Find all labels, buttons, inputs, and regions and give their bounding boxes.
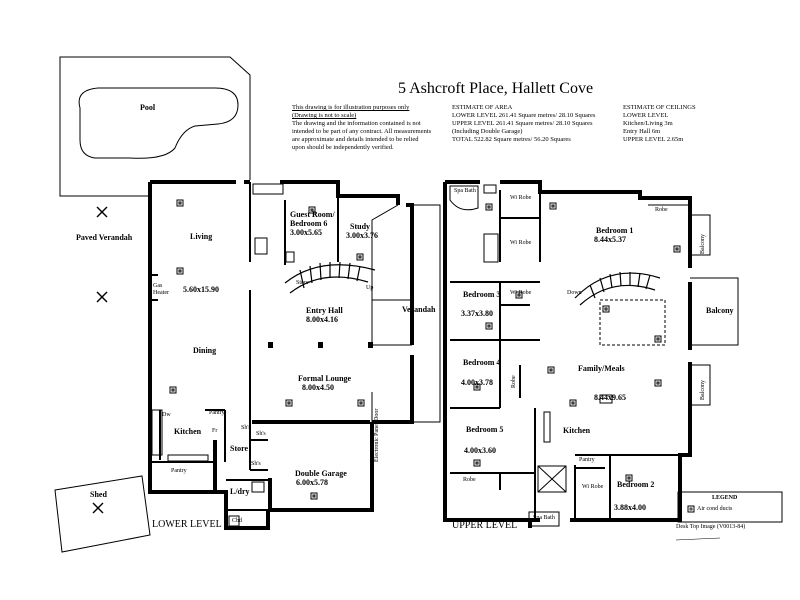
- stair-down-label: Down: [567, 290, 582, 296]
- walk-in-robe-2: Wi Robe: [510, 240, 532, 246]
- fridge-label: Fr: [212, 428, 218, 434]
- guest-room-label2: Bedroom 6: [290, 219, 328, 228]
- stair-up-label: Up: [366, 285, 374, 291]
- room-bedroom-1: Bedroom 1: [596, 226, 634, 235]
- room-double-garage: Double Garage: [295, 469, 347, 478]
- bedroom-1-dims: 8.44x5.37: [594, 235, 626, 244]
- disclaimer-body: The drawing and the information containe…: [292, 120, 432, 151]
- shed-outline: [54, 475, 151, 553]
- robe-label-3: Robe: [463, 477, 476, 483]
- room-bedroom-2: Bedroom 2: [617, 480, 655, 489]
- area-total: TOTAL 522.82 Square metres/ 56.20 Square…: [452, 136, 571, 143]
- disclaimer-line1: This drawing is for illustration purpose…: [292, 104, 410, 111]
- balcony-label-1: Balcony: [700, 234, 706, 254]
- balcony-label-3: Balcony: [700, 380, 706, 400]
- robe-label-2: Robe: [511, 375, 517, 388]
- ceilings-entry: Entry Hall 6m: [623, 128, 661, 135]
- ceilings-lower: LOWER LEVEL: [623, 112, 669, 119]
- garage-dims: 6.00x5.78: [296, 478, 328, 487]
- shelves-label-1: Sh's: [241, 425, 251, 431]
- disclaimer-line2: (Drawing is not to scale): [292, 112, 357, 119]
- lower-verandah-label: Verandah: [402, 305, 436, 314]
- upper-outer-wall: [443, 182, 532, 528]
- property-title: 5 Ashcroft Place, Hallett Cove: [398, 80, 594, 97]
- gas-heater-label: Gas Heater: [153, 283, 169, 296]
- lower-pantry-label: Pantry: [171, 468, 187, 474]
- bedroom-4-dims: 4.00x3.78: [461, 378, 493, 387]
- store-label-1: Store: [296, 280, 309, 286]
- family-meals-dims: 8.44x9.65: [594, 393, 626, 402]
- legend-heading: LEGEND: [712, 495, 738, 501]
- shelves-label-3: Sh's: [251, 461, 261, 467]
- ceilings-kitchen: Kitchen/Living 3m: [623, 120, 673, 127]
- bedroom-2-dims: 3.88x4.00: [614, 503, 646, 512]
- site-boundary: [59, 56, 251, 197]
- room-study: Study: [350, 222, 371, 231]
- guest-room-label: Guest Room/: [290, 210, 335, 219]
- pool-outline: [78, 87, 239, 159]
- formal-lounge-dims: 8.00x4.50: [302, 383, 334, 392]
- legend-box: [677, 491, 783, 523]
- study-dims: 3.00x3.76: [346, 231, 378, 240]
- room-laundry: L/dry: [230, 487, 250, 496]
- upper-pantry-label: Pantry: [579, 457, 595, 463]
- ceiling-fan-icons: [92, 206, 108, 514]
- ceilings-heading: ESTIMATE OF CEILINGS: [623, 104, 696, 111]
- spa-bath-label-1: Spa Bath: [454, 188, 476, 194]
- area-lower: LOWER LEVEL 261.41 Square metres/ 28.10 …: [452, 112, 596, 119]
- guest-room-dims: 3.00x5.65: [290, 228, 322, 237]
- room-kitchen-upper: Kitchen: [563, 426, 591, 435]
- walk-in-robe-4: Wi Robe: [582, 484, 604, 490]
- lower-outer-wall: [148, 182, 217, 494]
- room-entry-hall: Entry Hall: [306, 306, 343, 315]
- robe-label-1: Robe: [655, 207, 668, 213]
- room-living: Living: [190, 232, 213, 241]
- pantry-short-label: Pantry: [209, 410, 225, 416]
- pool-label: Pool: [140, 103, 156, 112]
- store-label-2: Store: [230, 444, 249, 453]
- bedroom-5-dims: 4.00x3.60: [464, 446, 496, 455]
- room-family-meals: Family/Meals: [578, 364, 625, 373]
- dishwasher-label: Dw: [162, 412, 171, 418]
- bedroom-3-dims: 3.37x3.80: [461, 309, 493, 318]
- legend-item-aircon: Air cond ducts: [697, 506, 733, 512]
- room-bedroom-3: Bedroom 3: [463, 290, 501, 299]
- shed-label: Shed: [90, 490, 107, 499]
- garage-door-label: Electronic Panel Door: [374, 408, 380, 462]
- room-formal-lounge: Formal Lounge: [298, 374, 352, 383]
- walk-in-robe-1: Wi Robe: [510, 195, 532, 201]
- lower-level-label: LOWER LEVEL: [152, 519, 222, 530]
- balcony-label-2: Balcony: [706, 306, 734, 315]
- area-heading: ESTIMATE OF AREA: [452, 104, 513, 111]
- area-upper: UPPER LEVEL 261.41 Square metres/ 28.10 …: [452, 120, 593, 127]
- entry-hall-dims: 8.00x4.16: [306, 315, 338, 324]
- room-bedroom-4: Bedroom 4: [463, 358, 501, 367]
- ceilings-upper: UPPER LEVEL 2.65m: [623, 136, 684, 143]
- cupboard-label: Cbd: [232, 518, 243, 524]
- shelves-label-2: Sh's: [256, 431, 266, 437]
- upper-level-label: UPPER LEVEL: [452, 520, 518, 531]
- area-garage-note: (Including Double Garage): [452, 128, 523, 135]
- room-bedroom-5: Bedroom 5: [466, 425, 504, 434]
- paved-verandah-label: Paved Verandah: [76, 233, 133, 242]
- room-kitchen-lower: Kitchen: [174, 427, 202, 436]
- room-dining: Dining: [193, 346, 217, 355]
- walk-in-robe-3: Wi Robe: [510, 290, 532, 296]
- living-dims: 5.60x15.90: [183, 285, 219, 294]
- footer-stamp: Desk Top Image (V0013-84): [676, 524, 746, 530]
- spa-bath-label-2: Spa Bath: [533, 515, 555, 521]
